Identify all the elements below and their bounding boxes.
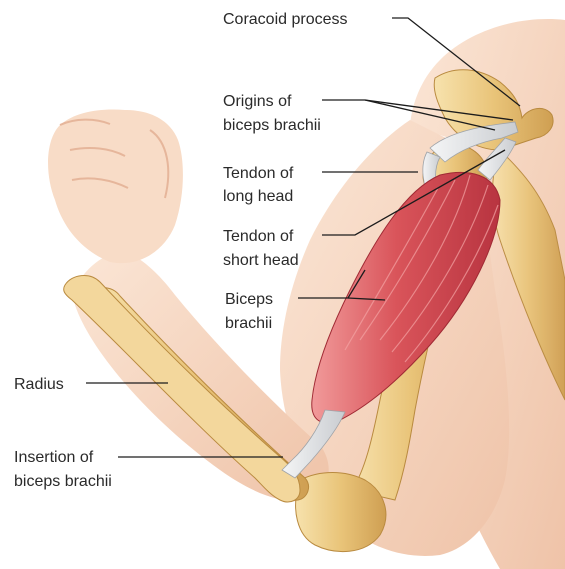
label-origins-line1: Origins of — [223, 93, 292, 110]
label-tendon-short-line2: short head — [223, 252, 299, 269]
label-insertion-line1: Insertion of — [14, 449, 94, 466]
label-tendon-long-line2: long head — [223, 188, 293, 205]
label-tendon-long-line1: Tendon of — [223, 165, 294, 182]
label-biceps-line1: Biceps — [225, 291, 273, 308]
label-biceps-line2: brachii — [225, 315, 272, 332]
label-origins-line2: biceps brachii — [223, 117, 321, 134]
label-radius: Radius — [14, 376, 64, 393]
label-coracoid-process: Coracoid process — [223, 11, 348, 28]
label-insertion-line2: biceps brachii — [14, 473, 112, 490]
label-tendon-short-line1: Tendon of — [223, 228, 294, 245]
